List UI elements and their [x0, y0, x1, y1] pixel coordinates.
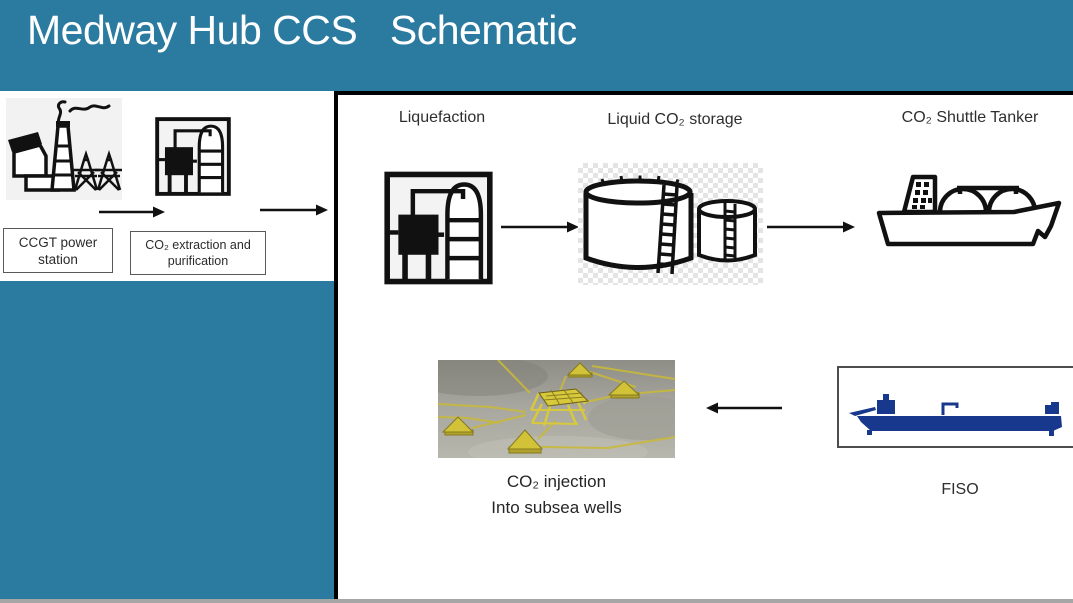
wellhead-pyramids — [441, 362, 641, 454]
ccgt-power-station-label: CCGT power station — [3, 228, 113, 273]
screen-bottom-edge — [0, 599, 1073, 603]
subsea-wells-photo — [438, 360, 675, 458]
shuttle-tanker-ship-icon — [876, 174, 1062, 247]
pipeline-lines — [438, 360, 675, 450]
flow-arrow-icon — [767, 221, 855, 233]
fiso-tanker-silhouette-icon — [849, 394, 1062, 436]
co2-extraction-label: CO₂ extraction and purification — [130, 231, 266, 275]
flow-arrow-icon — [99, 206, 165, 218]
flow-arrow-icon — [260, 204, 328, 216]
co2-storage-tanks-icon — [578, 163, 763, 285]
liquid-co2-storage-label: Liquid CO₂ storage — [607, 111, 743, 128]
liquefaction-label: Liquefaction — [398, 109, 486, 126]
co2-shuttle-tanker-label: CO₂ Shuttle Tanker — [901, 109, 1039, 126]
co2-injection-label: CO₂ injection Into subsea wells — [438, 469, 675, 521]
transmission-tower-icon — [95, 150, 122, 191]
window-grid — [912, 182, 932, 209]
subsea-template-structure — [529, 388, 590, 427]
smoke-icon — [56, 100, 67, 127]
smoke-icon — [68, 104, 111, 113]
co2-injection-label-line1: CO₂ injection — [506, 472, 607, 491]
title-bar — [0, 0, 1073, 91]
co2-extraction-plant-icon — [154, 117, 231, 196]
tank-ladder — [656, 184, 679, 275]
tank-ladder — [723, 203, 737, 261]
fiso-vessel-box — [837, 366, 1073, 448]
fiso-label: FISO — [941, 481, 979, 498]
flow-arrow-left-icon — [706, 402, 782, 414]
co2-injection-label-line2: Into subsea wells — [491, 498, 622, 517]
slide-title: Medway Hub CCS Schematic — [27, 7, 577, 53]
tank-rim-ticks — [600, 175, 680, 186]
flow-arrow-icon — [501, 221, 579, 233]
liquefaction-plant-icon — [382, 170, 495, 286]
power-station-icon — [6, 98, 122, 200]
